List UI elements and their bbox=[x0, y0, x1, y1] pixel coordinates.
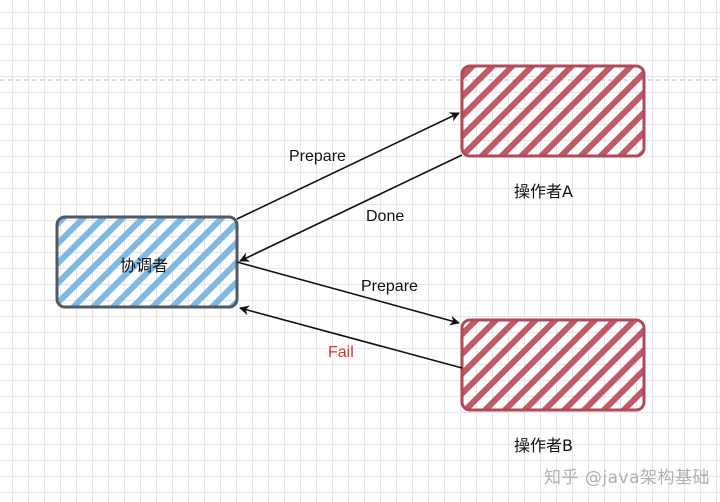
arrow-prepare-to-a bbox=[236, 112, 460, 220]
arrow-prepare-to-b bbox=[236, 261, 460, 326]
prepare-a-label: Prepare bbox=[289, 148, 346, 165]
arrow-fail-from-b bbox=[239, 305, 463, 369]
arrow-done-from-a bbox=[239, 154, 463, 262]
operator-a-label: 操作者A bbox=[514, 182, 573, 201]
operator-b-label: 操作者B bbox=[514, 436, 573, 455]
prepare-b-label: Prepare bbox=[361, 278, 418, 295]
coordinator-label: 协调者 bbox=[120, 256, 169, 275]
done-a-label: Done bbox=[366, 208, 405, 225]
watermark-text: 知乎 @java架构基础 bbox=[543, 468, 710, 488]
operator-b-box bbox=[460, 318, 646, 412]
fail-b-label: Fail bbox=[328, 344, 354, 361]
operator-a-box bbox=[460, 64, 646, 158]
